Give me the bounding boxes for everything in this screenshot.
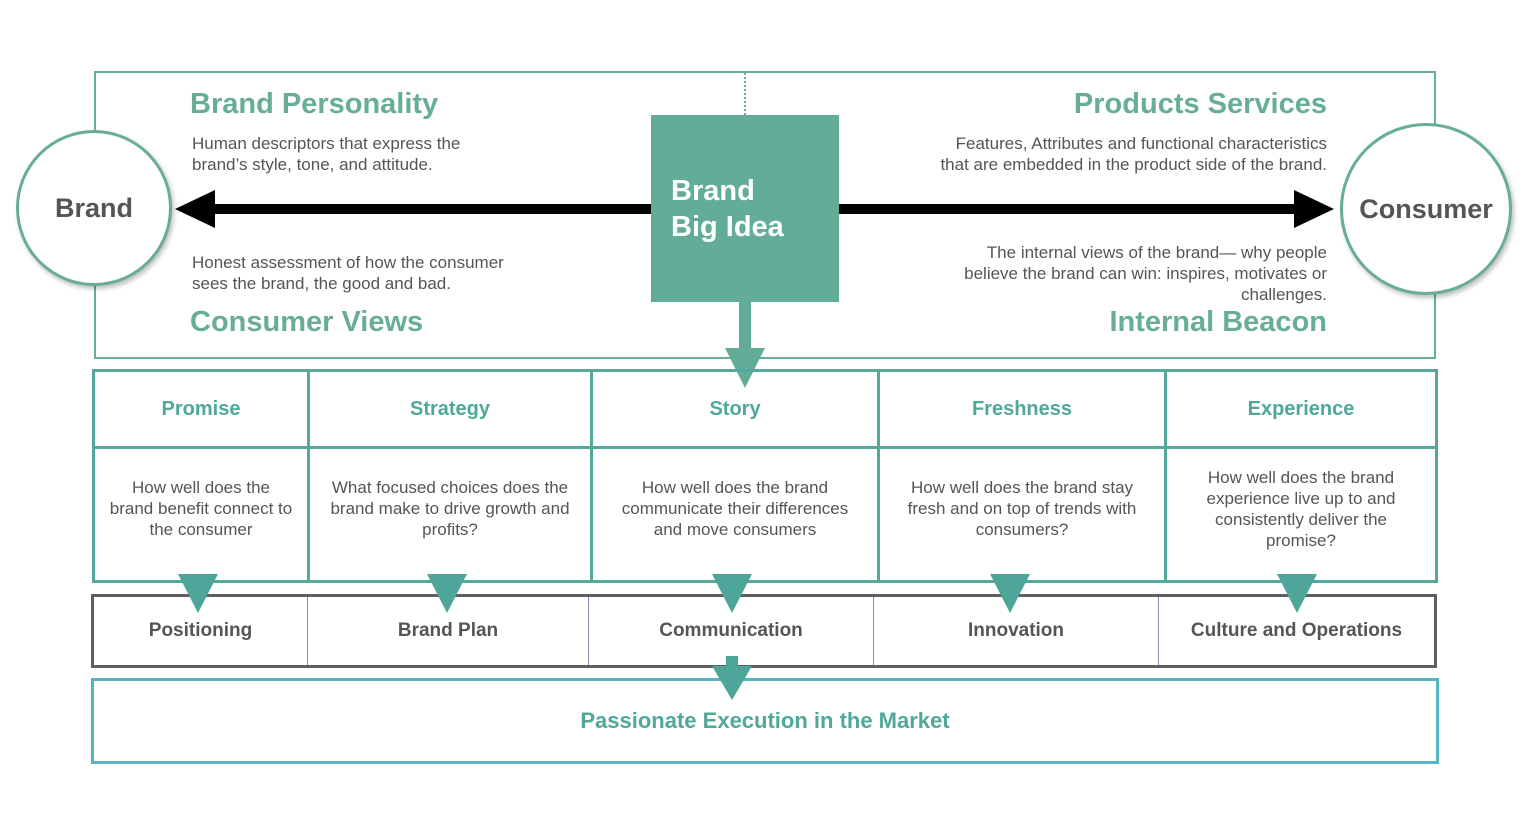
brand-personality-title: Brand Personality bbox=[190, 88, 439, 120]
big-idea-line: Brand bbox=[671, 175, 755, 207]
consumer-views-title: Consumer Views bbox=[190, 306, 424, 338]
output-brand-plan: Brand Plan bbox=[308, 597, 589, 665]
pillars-grid: Promise How well does the brand benefit … bbox=[92, 369, 1438, 583]
products-services-desc: Features, Attributes and functional char… bbox=[940, 133, 1327, 175]
desc-line: challenges. bbox=[1240, 285, 1327, 304]
pillar-title: Strategy bbox=[310, 372, 590, 449]
pillar-title: Freshness bbox=[880, 372, 1164, 449]
products-services-title: Products Services bbox=[1073, 88, 1327, 120]
pillar-question: How well does the brand stay fresh and o… bbox=[907, 478, 1137, 539]
pillar-question: What focused choices does the brand make… bbox=[330, 478, 570, 539]
big-idea-line: Big Idea bbox=[671, 211, 784, 243]
brand-big-idea-box: Brand Big Idea bbox=[651, 115, 839, 302]
consumer-views-desc: Honest assessment of how the consumer se… bbox=[192, 252, 504, 294]
output-culture-operations: Culture and Operations bbox=[1190, 620, 1403, 641]
internal-beacon-title: Internal Beacon bbox=[1109, 306, 1327, 338]
desc-line: Features, Attributes and functional char… bbox=[955, 134, 1327, 153]
pillar-question: How well does the brand communicate thei… bbox=[621, 478, 849, 539]
execution-box: Passionate Execution in the Market bbox=[91, 678, 1439, 764]
brand-personality-desc: Human descriptors that express the brand… bbox=[192, 133, 460, 175]
pillar-story: Story How well does the brand communicat… bbox=[593, 372, 880, 580]
output-communication: Communication bbox=[589, 597, 874, 665]
pillar-experience: Experience How well does the brand exper… bbox=[1167, 372, 1435, 580]
brand-circle: Brand bbox=[16, 130, 172, 286]
output-positioning: Positioning bbox=[94, 597, 308, 665]
pillar-freshness: Freshness How well does the brand stay f… bbox=[880, 372, 1167, 580]
internal-beacon-desc: The internal views of the brand— why peo… bbox=[964, 242, 1327, 305]
desc-line: brand’s style, tone, and attitude. bbox=[192, 155, 433, 174]
pillar-question: How well does the brand experience live … bbox=[1206, 467, 1396, 550]
desc-line: that are embedded in the product side of… bbox=[940, 155, 1327, 174]
desc-line: Honest assessment of how the consumer bbox=[192, 253, 504, 272]
pillar-title: Promise bbox=[95, 372, 307, 449]
consumer-circle: Consumer bbox=[1340, 123, 1512, 295]
pillar-strategy: Strategy What focused choices does the b… bbox=[310, 372, 593, 580]
pillar-promise: Promise How well does the brand benefit … bbox=[95, 372, 310, 580]
desc-line: The internal views of the brand— why peo… bbox=[986, 243, 1327, 262]
output-innovation: Innovation bbox=[874, 597, 1159, 665]
desc-line: sees the brand, the good and bad. bbox=[192, 274, 451, 293]
desc-line: believe the brand can win: inspires, mot… bbox=[964, 264, 1327, 283]
dotted-connector bbox=[744, 73, 746, 115]
pillar-question: How well does the brand benefit connect … bbox=[109, 478, 293, 539]
outputs-row: Positioning Brand Plan Communication Inn… bbox=[91, 594, 1437, 668]
pillar-title: Story bbox=[593, 372, 877, 449]
desc-line: Human descriptors that express the bbox=[192, 134, 461, 153]
pillar-title: Experience bbox=[1167, 372, 1435, 449]
